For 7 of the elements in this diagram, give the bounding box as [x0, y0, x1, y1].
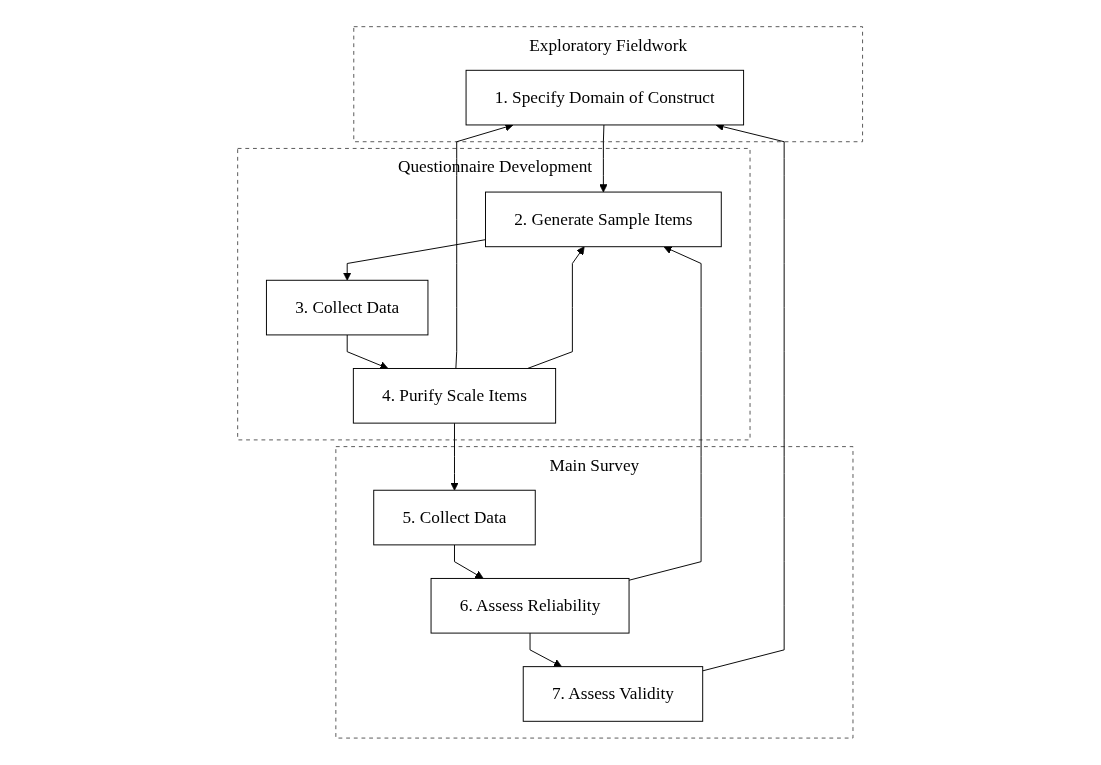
node-box: 3. Collect Data [266, 279, 429, 336]
node-box: 1. Specify Domain of Construct [465, 69, 745, 126]
node-box: 4. Purify Scale Items [353, 368, 557, 424]
node-box: 5. Collect Data [373, 489, 537, 546]
node-box: 6. Assess Reliability [430, 578, 630, 634]
node-box: 7. Assess Validity [523, 666, 704, 722]
node-box: 2. Generate Sample Items [485, 191, 723, 248]
